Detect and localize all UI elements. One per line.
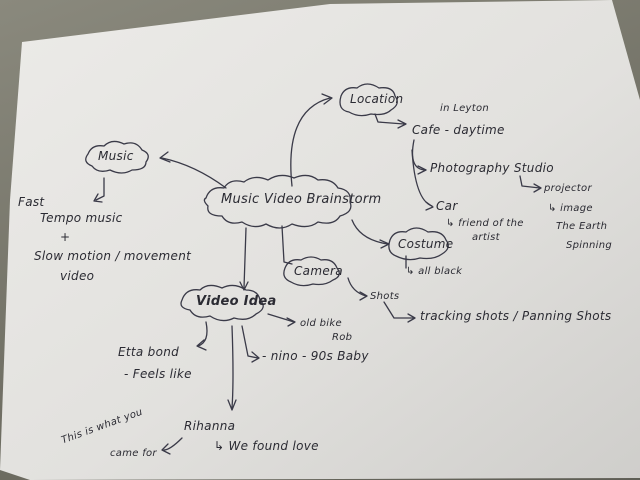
location-in-leyton: in Leyton [440,103,490,114]
music-fast-line2: Tempo music [40,211,123,225]
central-cloud [203,174,352,229]
location-image-line2: The Earth [556,221,608,232]
camera-shots: Shots [370,291,400,302]
music-fast-line1: Fast [18,195,45,209]
music-plus: + [60,230,71,244]
music-cloud [85,140,149,174]
camera-label: Camera [294,264,343,278]
camera-cloud [283,256,340,287]
costume-all-black: ↳ all black [406,266,463,277]
video-idea-old-bike-line1: old bike [300,318,342,329]
central-label: Music Video Brainstorm [221,192,382,207]
video-idea-we-found-love: ↳ We found love [214,439,319,453]
location-friend-line2: artist [472,232,500,243]
music-slow-line2: video [60,269,95,283]
location-car: Car [436,199,458,213]
video-idea-old-bike-line2: Rob [332,332,353,343]
video-idea-cloud [180,284,264,322]
location-image-line1: ↳ image [548,203,593,214]
video-idea-label: Video Idea [196,294,277,309]
location-studio: Photography Studio [430,161,554,175]
costume-label: Costume [398,237,454,251]
video-idea-etta-line2: - Feels like [124,367,192,381]
camera-tracking: tracking shots / Panning Shots [420,309,612,323]
location-friend-line1: ↳ friend of the [446,218,524,229]
location-projector: projector [544,183,592,194]
music-slow-line1: Slow motion / movement [34,249,192,263]
location-label: Location [350,92,404,106]
location-image-line3: Spinning [566,240,613,251]
location-cloud [339,83,398,117]
music-label: Music [98,149,134,163]
location-cafe: Cafe - daytime [412,123,505,137]
costume-cloud [388,227,449,261]
video-idea-nino: - nino - 90s Baby [262,349,369,363]
video-idea-rihanna: Rihanna [184,419,236,433]
video-idea-etta-line1: Etta bond [118,345,180,359]
video-idea-this-is-line2: came for [110,448,157,459]
